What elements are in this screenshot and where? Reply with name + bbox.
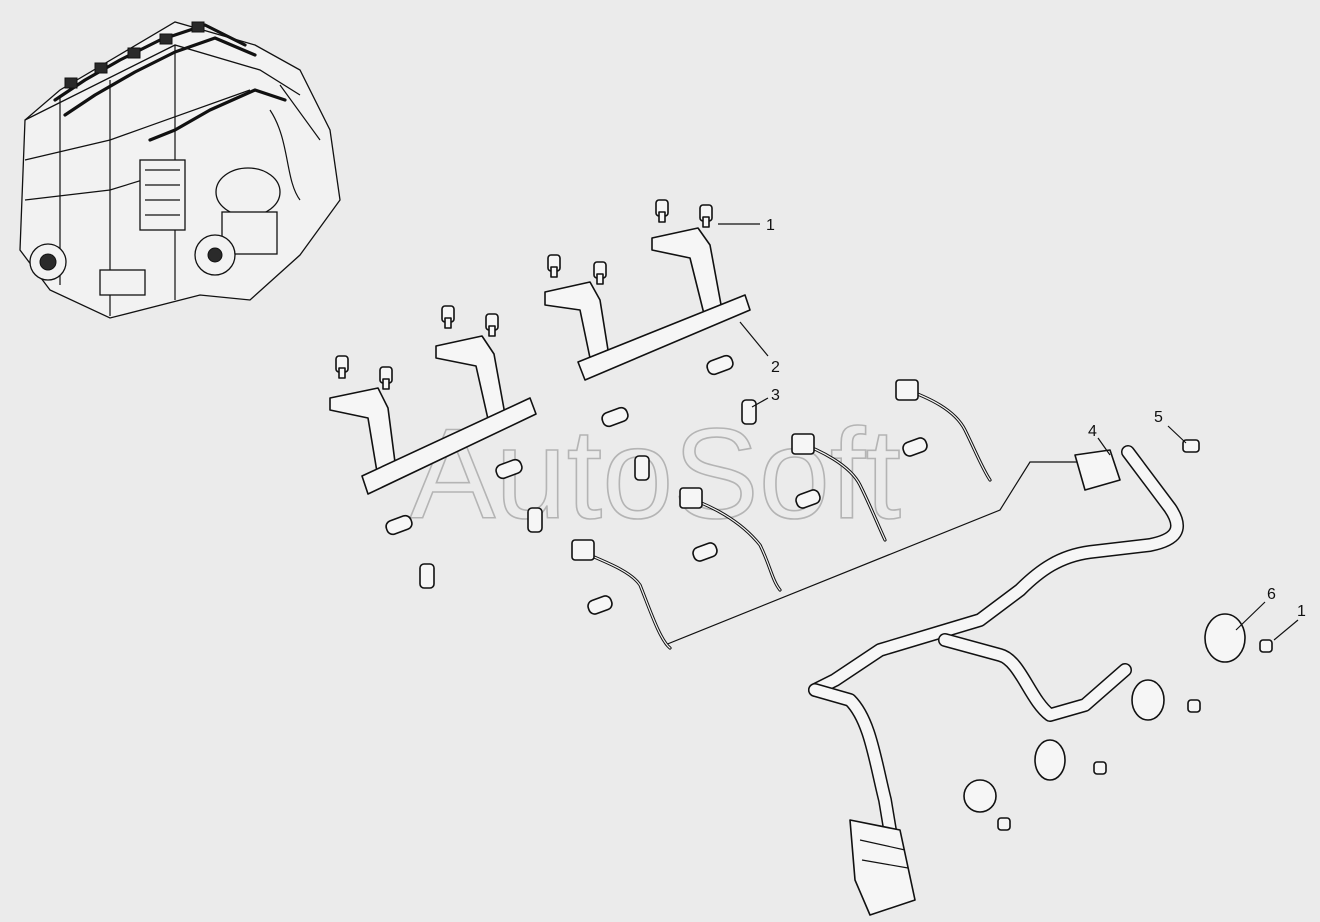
injector-wiring-harness (571, 379, 992, 650)
callout-3: 3 (771, 387, 780, 404)
mounting-bolts (335, 199, 713, 390)
callout-1-right: 1 (1297, 603, 1306, 620)
callout-leaders (718, 223, 1299, 641)
callout-5: 5 (1154, 409, 1163, 426)
callout-6: 6 (1267, 586, 1276, 603)
callout-1-top: 1 (766, 217, 775, 234)
harness-bracket-2 (329, 335, 537, 495)
harness-bracket-1 (544, 227, 751, 381)
callout-2: 2 (771, 359, 780, 376)
callout-4: 4 (1088, 423, 1097, 440)
engine-overview-illustration (19, 21, 341, 319)
breather-hose-assembly (664, 445, 1184, 916)
harness-clips (385, 354, 928, 615)
hose-clamps (963, 439, 1273, 831)
